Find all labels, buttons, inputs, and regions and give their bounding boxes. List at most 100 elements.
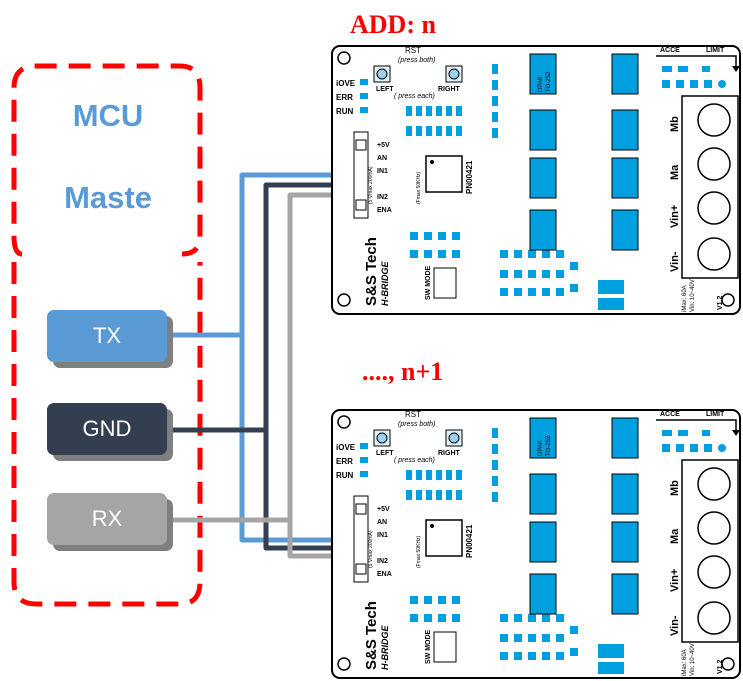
mcu-title-line1: MCU (72, 98, 144, 133)
ma-label: Ma (669, 528, 681, 544)
vmax-label: (5 Vmax 200mA) (368, 166, 374, 204)
version-label: V1.2 (717, 659, 724, 674)
err-label: ERR (336, 93, 353, 102)
sw-mode-switch[interactable] (433, 267, 457, 299)
pin-an: AN (377, 155, 387, 162)
vinm-label: Vin- (669, 615, 681, 636)
hbridge-board-n1: RST (press both) LEFT RIGHT ( press each… (331, 409, 741, 679)
iove-led (360, 79, 368, 85)
hbridge-board-n: RST (press both) LEFT RIGHT ( press each… (331, 45, 741, 315)
imax-label: iMax: 60A (682, 285, 688, 312)
mount-hole (337, 415, 351, 429)
dpak-column-left (529, 417, 557, 615)
err-led (360, 93, 368, 99)
smd-parts (406, 64, 624, 310)
mcu-title-line2: Maste (64, 180, 152, 215)
run-led (360, 107, 368, 113)
terminal-screws (697, 467, 731, 635)
gnd-pin-label: GND (82, 416, 132, 441)
limit-arrow-head (732, 430, 740, 436)
to252-label: TO-252 (546, 435, 552, 456)
acce-leds (662, 66, 726, 88)
to252-label: TO-252 (546, 71, 552, 92)
chip-dot (430, 160, 434, 164)
acce-label: ACCE (660, 47, 680, 54)
smd-parts (406, 428, 624, 674)
run-label: RUN (336, 107, 354, 116)
fmax-label: (Fmax 50KHz) (416, 535, 422, 568)
acce-leds (662, 430, 726, 452)
pin-5v: +5V (377, 506, 390, 513)
vinp-label: Vin+ (669, 205, 681, 228)
pin-an: AN (377, 519, 387, 526)
dpak-column-left (529, 53, 557, 251)
terminal-screws (697, 103, 731, 271)
chip-label: PN00421 (465, 524, 474, 558)
mount-hole (337, 657, 351, 671)
dpak-label: DPAK (538, 440, 544, 456)
gnd-pin: GND (47, 403, 167, 455)
rx-pin: RX (47, 493, 167, 545)
right-label: RIGHT (438, 86, 461, 93)
press-each-label: ( press each) (394, 457, 435, 464)
right-button-cap (448, 68, 460, 80)
version-label: V1.2 (717, 295, 724, 310)
limit-arrow (656, 419, 737, 432)
vin-range-label: Vin: 10~40V (690, 279, 696, 312)
mount-hole (337, 293, 351, 307)
ma-label: Ma (669, 164, 681, 180)
vmax-label: (5 Vmax 200mA) (368, 530, 374, 568)
pin-ena: ENA (377, 571, 392, 578)
run-led (360, 471, 368, 477)
err-led (360, 457, 368, 463)
iove-led (360, 443, 368, 449)
sw-mode-switch[interactable] (433, 631, 457, 663)
press-both-label: (press both) (398, 421, 435, 428)
connector-pin (355, 503, 367, 515)
connector-header (353, 495, 369, 583)
chip-dot (430, 524, 434, 528)
pin-ena: ENA (377, 207, 392, 214)
vin-range-label: Vin: 10~40V (690, 643, 696, 676)
tx-pin-label: TX (92, 323, 122, 348)
limit-label: LIMIT (706, 47, 725, 54)
mount-hole (337, 51, 351, 65)
left-label: LEFT (376, 86, 394, 93)
vinp-label: Vin+ (669, 569, 681, 592)
connector-header (353, 131, 369, 219)
brand-label: S&S Tech (363, 237, 380, 306)
mcu-outline-bottom (11, 262, 203, 607)
dpak-column-right (611, 53, 639, 251)
pin-5v: +5V (377, 142, 390, 149)
right-label: RIGHT (438, 450, 461, 457)
mb-label: Mb (669, 480, 681, 496)
dpak-label: DPAK (538, 76, 544, 92)
brand-label: S&S Tech (363, 601, 380, 670)
sw-mode-label: SW MODE (425, 629, 432, 664)
pin-in2: IN2 (377, 194, 388, 201)
iove-label: iOVE (336, 79, 356, 88)
right-button-cap (448, 432, 460, 444)
connector-pin (355, 199, 367, 211)
run-label: RUN (336, 471, 354, 480)
dpak-column-right (611, 417, 639, 615)
mb-label: Mb (669, 116, 681, 132)
rst-label: RST (405, 410, 421, 419)
mount-hole (721, 293, 735, 307)
fmax-label: (Fmax 50KHz) (416, 171, 422, 204)
board-label-n: ADD: n (350, 10, 436, 39)
chip-label: PN00421 (465, 160, 474, 194)
limit-arrow (656, 55, 737, 68)
err-label: ERR (336, 457, 353, 466)
connector-pin (355, 139, 367, 151)
mcu-outline-top (11, 63, 203, 257)
press-each-label: ( press each) (394, 93, 435, 100)
sw-mode-label: SW MODE (425, 265, 432, 300)
left-button-cap (376, 68, 388, 80)
left-label: LEFT (376, 450, 394, 457)
rst-label: RST (405, 46, 421, 55)
vinm-label: Vin- (669, 251, 681, 272)
subtitle-label: H-BRIDGE (380, 261, 390, 306)
pin-in1: IN1 (377, 532, 388, 539)
limit-arrow-head (732, 66, 740, 72)
